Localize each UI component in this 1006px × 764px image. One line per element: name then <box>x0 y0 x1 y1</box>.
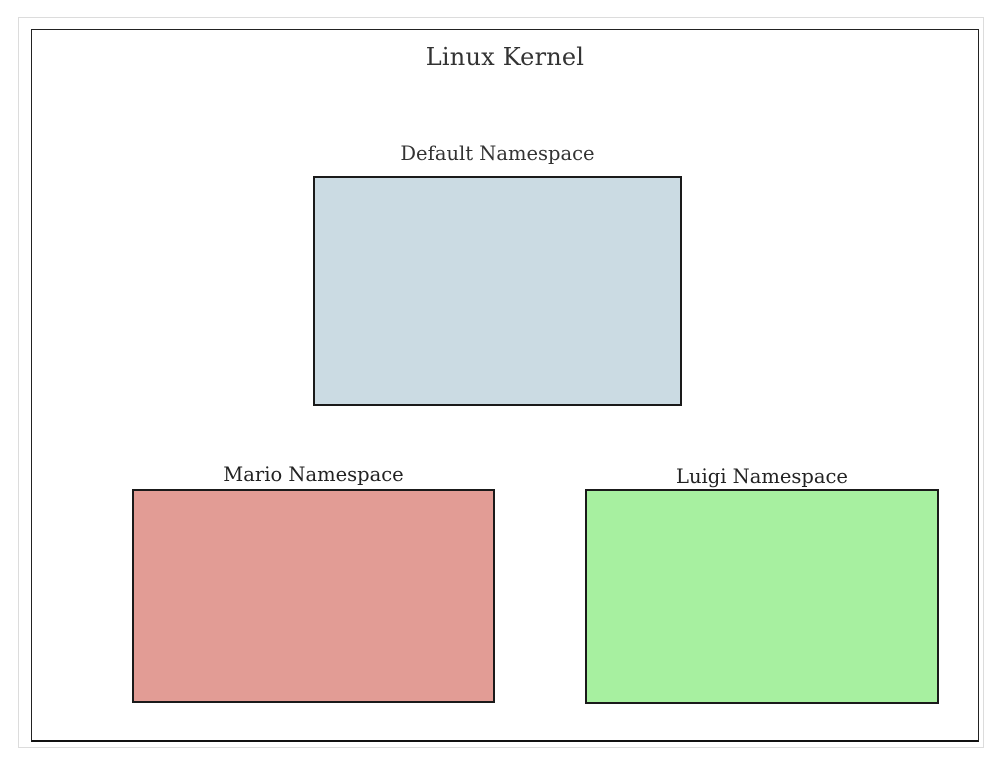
luigi-namespace-label: Luigi Namespace <box>676 465 848 488</box>
linux-kernel-box: Linux Kernel Default Namespace Mario Nam… <box>31 29 979 742</box>
mario-namespace-label: Mario Namespace <box>223 463 404 486</box>
luigi-namespace-box <box>585 489 939 704</box>
kernel-title: Linux Kernel <box>425 43 585 71</box>
default-namespace-label: Default Namespace <box>400 142 595 165</box>
default-namespace-box <box>313 176 682 406</box>
mario-namespace-box <box>132 489 495 703</box>
